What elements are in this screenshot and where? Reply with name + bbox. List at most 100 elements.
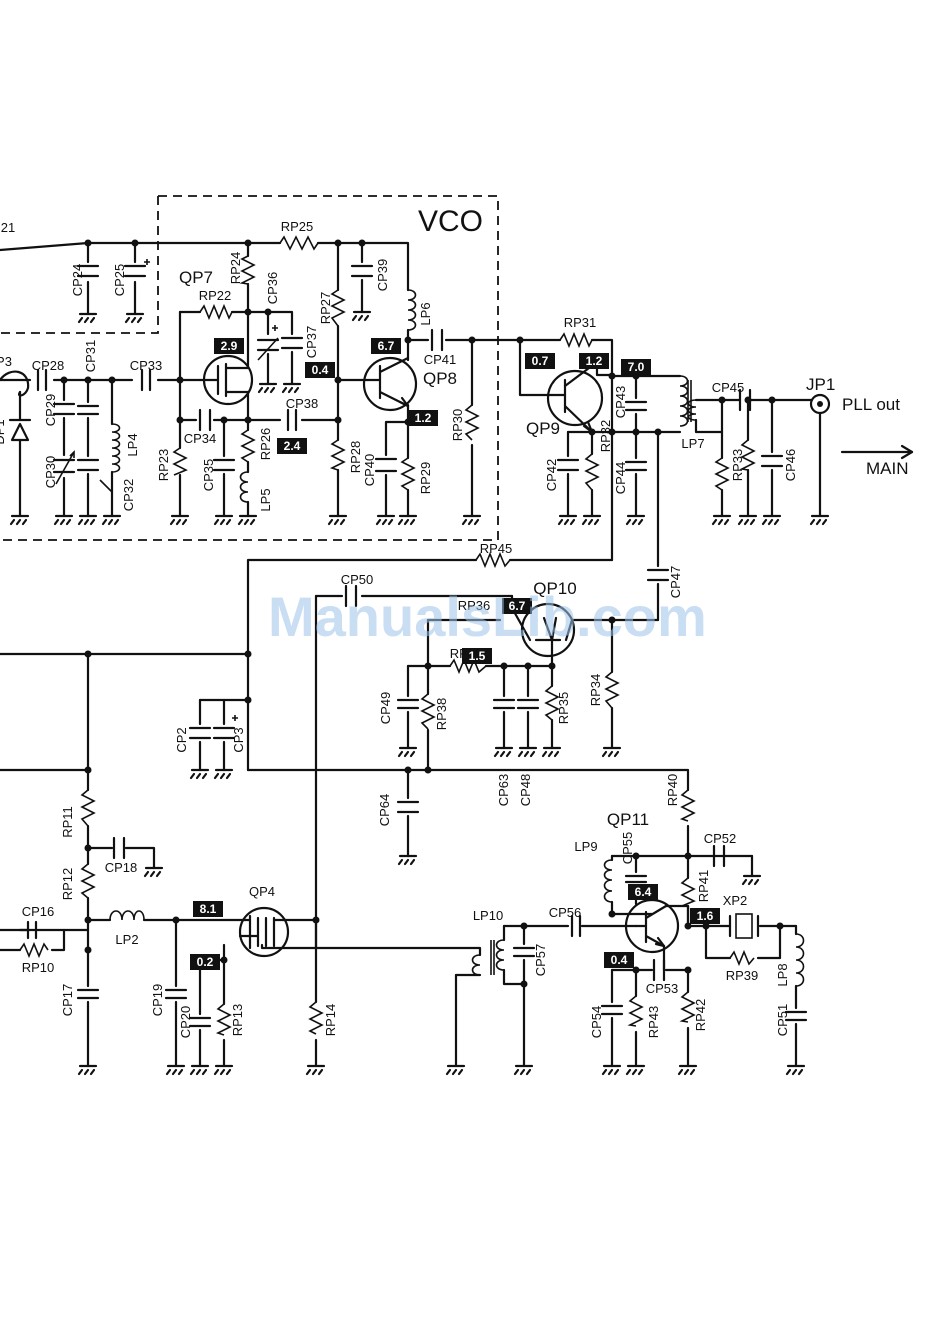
voltage-value: 8.1 bbox=[200, 902, 217, 916]
component-label: CP20 bbox=[178, 1006, 193, 1039]
main-label: MAIN bbox=[866, 459, 909, 478]
component-label: 21 bbox=[1, 220, 15, 235]
pll-out-label: PLL out bbox=[842, 395, 900, 414]
voltage-value: 1.6 bbox=[697, 909, 714, 923]
component-label: LP4 bbox=[125, 433, 140, 456]
transistor-label: QP11 bbox=[607, 810, 649, 829]
transistor-label: QP8 bbox=[423, 369, 457, 388]
component-label: CP19 bbox=[150, 984, 165, 1017]
voltage-value: 1.5 bbox=[469, 649, 486, 663]
transistor-label: QP7 bbox=[179, 268, 213, 287]
voltage-badge-bg bbox=[305, 362, 335, 378]
component-label: CP45 bbox=[712, 380, 745, 395]
component-label: CP55 bbox=[620, 832, 635, 865]
voltage-badge-bg bbox=[579, 353, 609, 369]
component-label: CP50 bbox=[341, 572, 374, 587]
component-label: DP1 bbox=[0, 419, 7, 444]
voltage-badge: 7.0 bbox=[621, 359, 651, 375]
component-label: CP32 bbox=[121, 479, 136, 512]
component-label: CP56 bbox=[549, 905, 582, 920]
voltage-badge: 0.4 bbox=[305, 362, 335, 378]
inductors bbox=[109, 289, 805, 987]
voltage-badge-bg bbox=[408, 410, 438, 426]
ground-symbols bbox=[9, 310, 830, 1076]
component-label: LP8 bbox=[775, 963, 790, 986]
voltage-badge-bg bbox=[604, 952, 634, 968]
component-label: CP42 bbox=[544, 459, 559, 492]
component-label: LP6 bbox=[418, 302, 433, 325]
component-label: RP42 bbox=[693, 999, 708, 1032]
component-label: RP25 bbox=[281, 219, 314, 234]
voltage-badge-bg bbox=[462, 648, 492, 664]
voltage-badge: 1.6 bbox=[690, 908, 720, 924]
component-label: RP34 bbox=[588, 674, 603, 707]
component-label: CP17 bbox=[60, 984, 75, 1017]
component-label: RP45 bbox=[480, 541, 513, 556]
component-label: P3 bbox=[0, 354, 12, 369]
component-label: CP25 bbox=[112, 264, 127, 297]
component-label: CP51 bbox=[775, 1004, 790, 1037]
voltage-value: 7.0 bbox=[628, 360, 645, 374]
voltage-badge-bg bbox=[525, 353, 555, 369]
junction-dots bbox=[60, 239, 784, 988]
jp1-label: JP1 bbox=[806, 375, 835, 394]
component-label: LP7 bbox=[681, 436, 704, 451]
voltage-value: 0.7 bbox=[532, 354, 549, 368]
component-label: RP23 bbox=[156, 449, 171, 482]
voltage-value: 6.7 bbox=[378, 339, 395, 353]
component-label: CP29 bbox=[43, 394, 58, 427]
voltage-badge-bg bbox=[190, 954, 220, 970]
component-label: CP46 bbox=[783, 449, 798, 482]
component-label: RP26 bbox=[258, 428, 273, 461]
vco-title: VCO bbox=[418, 205, 483, 238]
component-label: RP22 bbox=[199, 288, 232, 303]
component-label: CP49 bbox=[378, 692, 393, 725]
component-label: CP24 bbox=[70, 264, 85, 297]
transistor-label: QP9 bbox=[526, 419, 560, 438]
voltage-badge-bg bbox=[193, 901, 223, 917]
component-label: LP10 bbox=[473, 908, 503, 923]
voltage-value: 2.4 bbox=[284, 439, 301, 453]
component-label: RP27 bbox=[318, 292, 333, 325]
component-label: CP38 bbox=[286, 396, 319, 411]
voltage-badge: 6.4 bbox=[628, 884, 658, 900]
component-label: CP52 bbox=[704, 831, 737, 846]
component-label: RP12 bbox=[60, 868, 75, 901]
component-label: CP57 bbox=[533, 944, 548, 977]
voltage-value: 6.7 bbox=[509, 599, 526, 613]
component-label: CP33 bbox=[130, 358, 163, 373]
voltage-value: 0.2 bbox=[197, 955, 214, 969]
voltage-badge: 1.2 bbox=[579, 353, 609, 369]
component-label: CP47 bbox=[668, 566, 683, 599]
component-label: RP13 bbox=[230, 1004, 245, 1037]
voltage-badge: 0.2 bbox=[190, 954, 220, 970]
component-label: LP5 bbox=[258, 488, 273, 511]
component-label: QP4 bbox=[249, 884, 275, 899]
voltage-badge-bg bbox=[502, 598, 532, 614]
component-label: RP40 bbox=[665, 774, 680, 807]
component-label: RP38 bbox=[434, 698, 449, 731]
voltage-badge-bg bbox=[214, 338, 244, 354]
component-label: RP29 bbox=[418, 462, 433, 495]
voltage-value: 2.9 bbox=[221, 339, 238, 353]
component-label: CP44 bbox=[613, 462, 628, 495]
component-label: CP3 bbox=[231, 727, 246, 752]
component-label: CP41 bbox=[424, 352, 457, 367]
voltage-badge: 8.1 bbox=[193, 901, 223, 917]
misc-components bbox=[0, 370, 831, 939]
voltage-badge-bg bbox=[690, 908, 720, 924]
component-label: CP16 bbox=[22, 904, 55, 919]
voltage-badge-bg bbox=[277, 438, 307, 454]
component-label: RP39 bbox=[726, 968, 759, 983]
component-label: CP48 bbox=[518, 774, 533, 807]
voltage-value: 6.4 bbox=[635, 885, 652, 899]
component-label: CP18 bbox=[105, 860, 138, 875]
component-label: RP41 bbox=[696, 870, 711, 903]
component-label: LP9 bbox=[574, 839, 597, 854]
component-label: RP35 bbox=[556, 692, 571, 725]
component-label: CP54 bbox=[589, 1006, 604, 1039]
component-label: CP40 bbox=[362, 454, 377, 487]
component-label: CP39 bbox=[375, 259, 390, 292]
